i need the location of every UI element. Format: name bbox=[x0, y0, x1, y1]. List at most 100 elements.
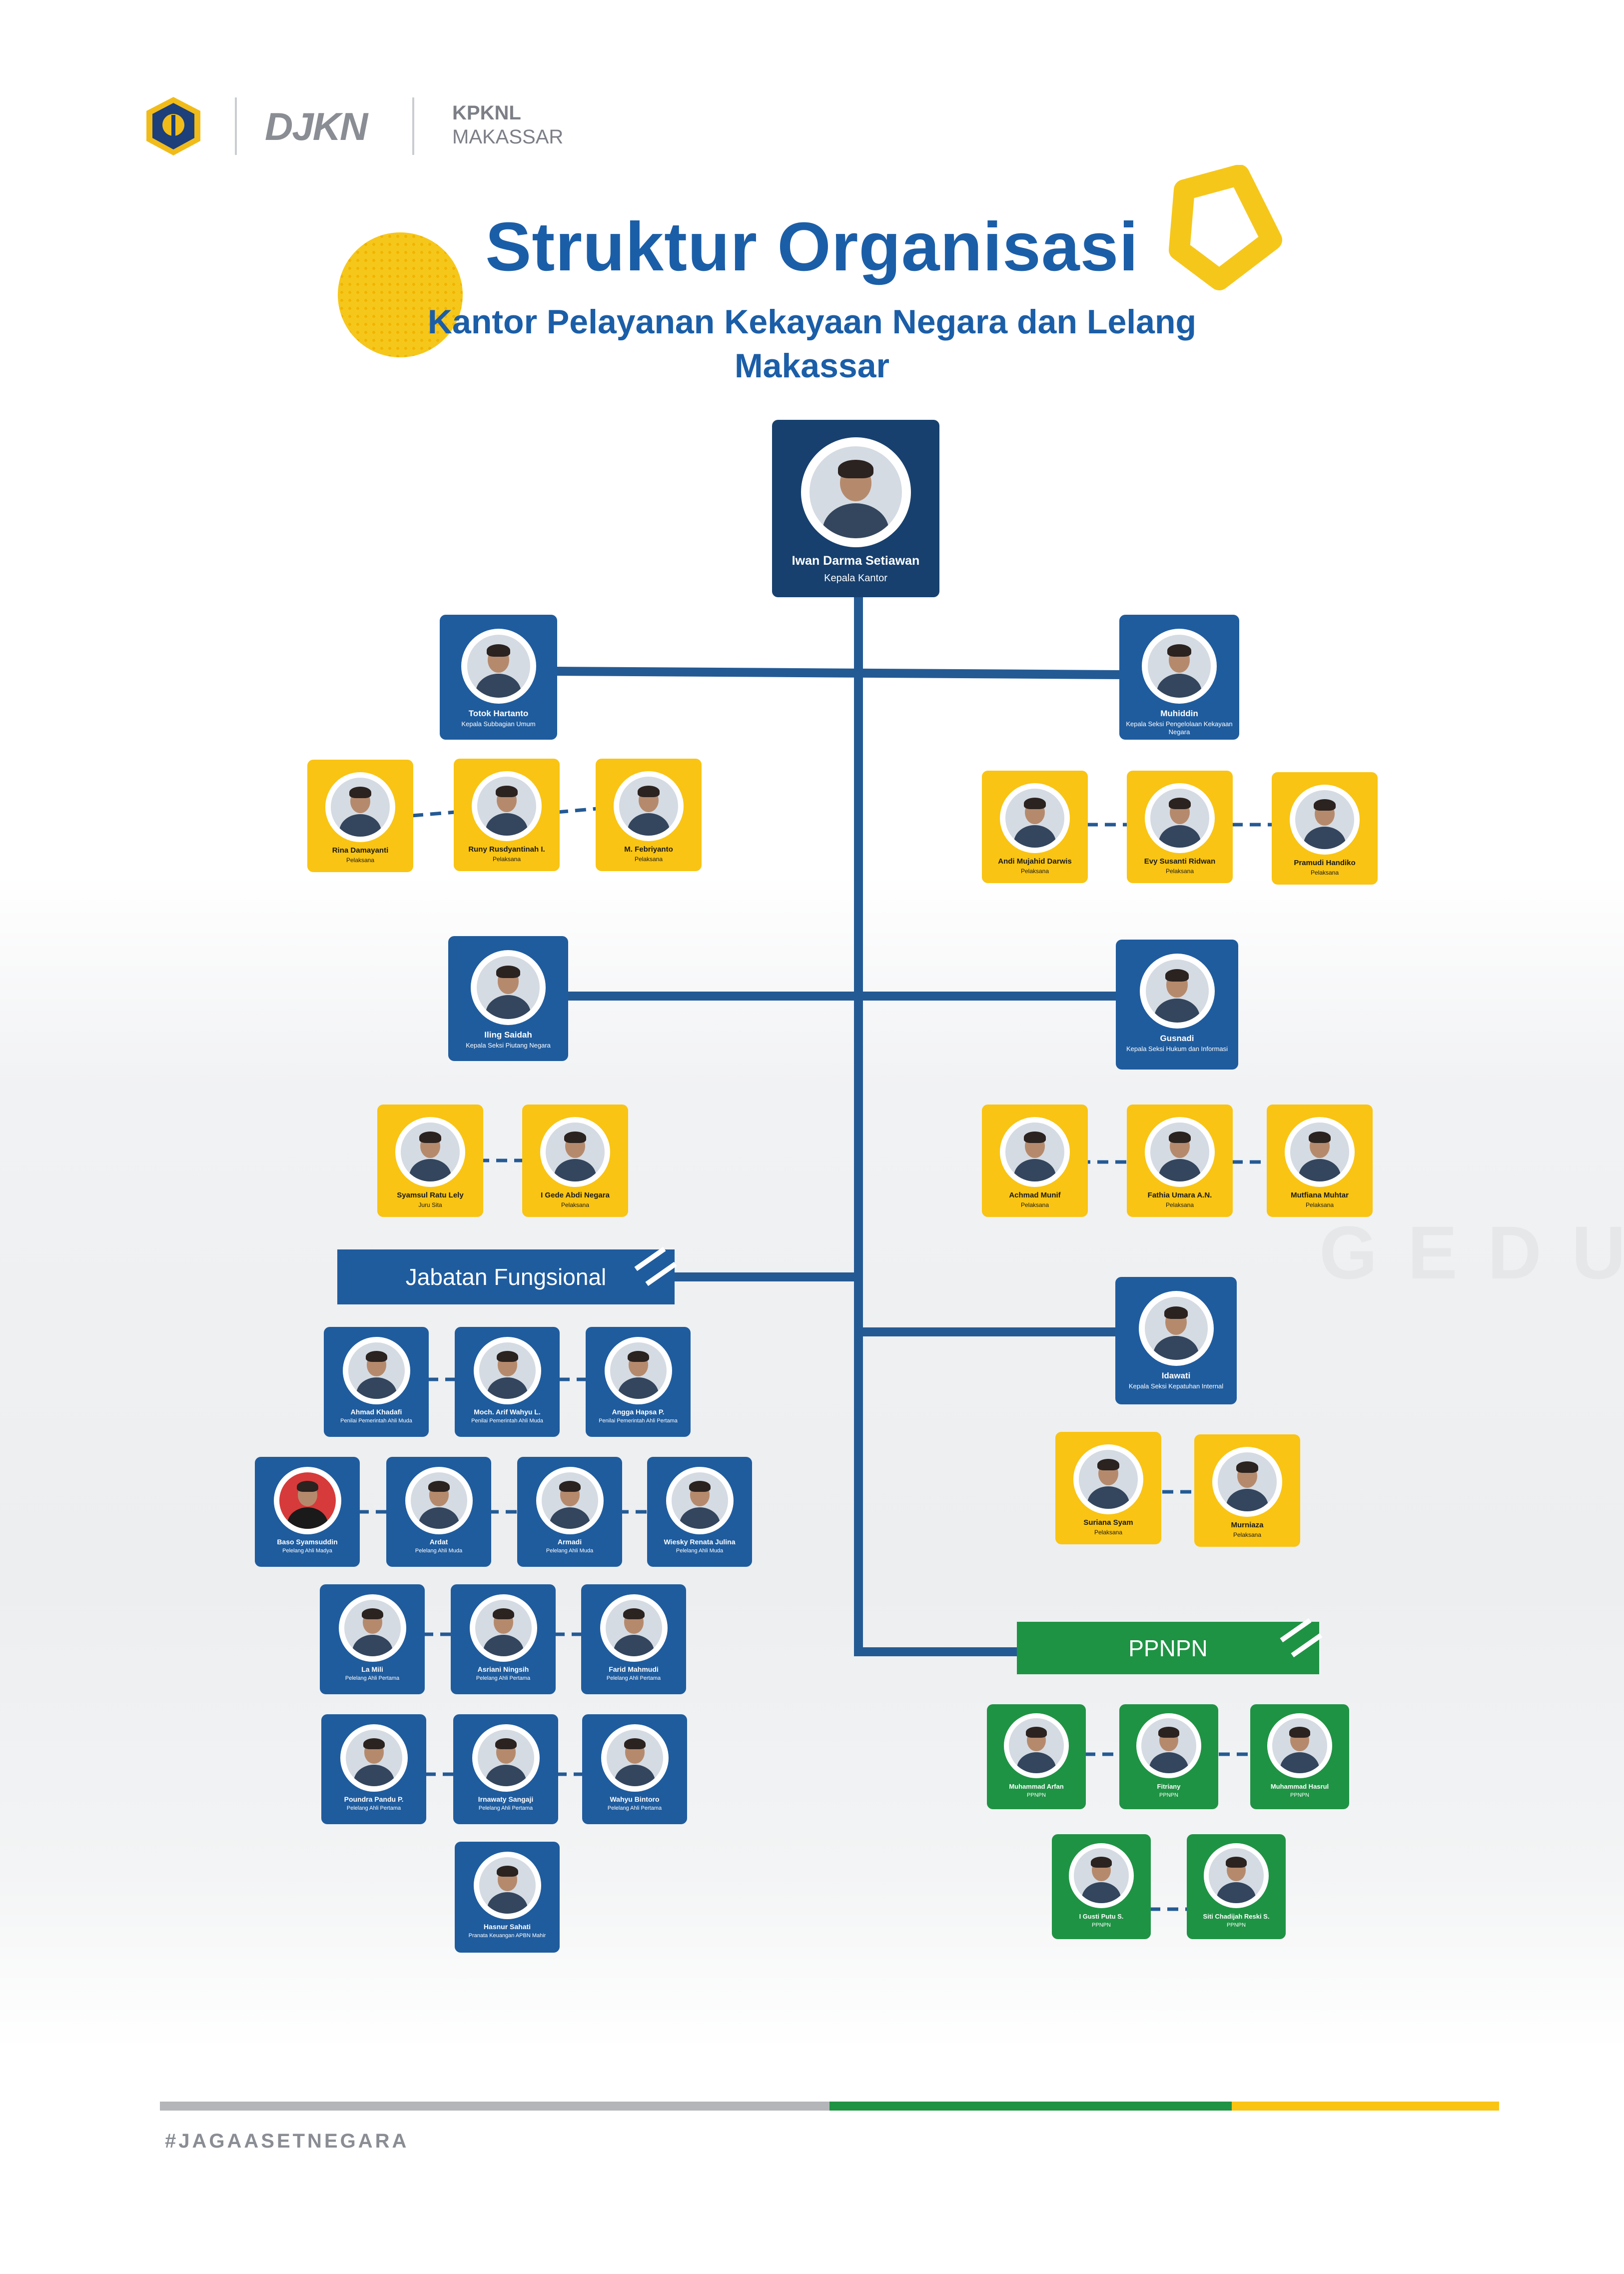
person-name: Totok Hartanto bbox=[468, 709, 529, 718]
person-role: Pelaksana bbox=[634, 856, 663, 863]
portrait-photo bbox=[1145, 783, 1215, 853]
portrait-photo bbox=[343, 1337, 410, 1404]
org-card-ppnpn: Fitriany PPNPN bbox=[1119, 1704, 1218, 1809]
portrait-photo bbox=[1073, 1444, 1143, 1514]
org-card-staff: Syamsul Ratu Lely Juru Sita bbox=[377, 1105, 483, 1217]
footer-bar-green bbox=[829, 2102, 1232, 2111]
portrait-photo bbox=[614, 771, 684, 841]
person-role: Pelaksana bbox=[1233, 1531, 1262, 1538]
person-name: Hasnur Sahati bbox=[483, 1923, 531, 1931]
portrait-photo bbox=[1069, 1843, 1134, 1908]
portrait-photo bbox=[474, 1337, 541, 1404]
org-card-ppnpn: Siti Chadijah Reski S. PPNPN bbox=[1187, 1834, 1286, 1939]
background-building-text: GEDU bbox=[1319, 1210, 1624, 1294]
portrait-photo bbox=[1212, 1447, 1282, 1517]
portrait-photo bbox=[474, 1852, 541, 1919]
org-card-staff: Evy Susanti Ridwan Pelaksana bbox=[1127, 771, 1233, 883]
portrait-photo bbox=[1004, 1713, 1069, 1778]
org-card-staff: I Gede Abdi Negara Pelaksana bbox=[522, 1105, 628, 1217]
person-name: Irnawaty Sangaji bbox=[478, 1795, 534, 1803]
portrait-photo bbox=[470, 1594, 537, 1662]
person-name: Pramudi Handiko bbox=[1294, 859, 1356, 867]
person-name: Andi Mujahid Darwis bbox=[998, 857, 1072, 866]
org-card-head: Iwan Darma Setiawan Kepala Kantor bbox=[772, 420, 939, 597]
org-card-fungsional: Irnawaty Sangaji Pelelang Ahli Pertama bbox=[453, 1714, 558, 1824]
person-role: Pelaksana bbox=[1165, 868, 1194, 875]
portrait-photo bbox=[536, 1467, 604, 1534]
org-card-umum: Totok Hartanto Kepala Subbagian Umum bbox=[440, 615, 557, 740]
person-role: Pelaksana bbox=[1305, 1201, 1334, 1208]
person-role: Penilai Pemerintah Ahli Muda bbox=[471, 1418, 543, 1424]
portrait-photo bbox=[405, 1467, 473, 1534]
person-role: Pelaksana bbox=[492, 856, 521, 863]
person-name: Asriani Ningsih bbox=[477, 1665, 529, 1673]
person-role: Pelaksana bbox=[1165, 1201, 1194, 1208]
subtitle-line-2: Makassar bbox=[734, 347, 890, 385]
org-card-ppnpn: Muhammad Hasrul PPNPN bbox=[1250, 1704, 1349, 1809]
person-name: Iwan Darma Setiawan bbox=[792, 554, 920, 568]
portrait-photo bbox=[1000, 783, 1070, 853]
org-card-fungsional: Hasnur Sahati Pranata Keuangan APBN Mahi… bbox=[455, 1842, 560, 1953]
djkn-logo: DJKN bbox=[265, 104, 368, 148]
footer-bar-gray bbox=[160, 2102, 829, 2111]
portrait-photo bbox=[461, 629, 536, 704]
org-card-staff: Rina Damayanti Pelaksana bbox=[307, 760, 413, 872]
person-name: M. Febriyanto bbox=[624, 845, 673, 854]
person-role: Pelaksana bbox=[1094, 1529, 1123, 1536]
person-name: I Gede Abdi Negara bbox=[541, 1191, 610, 1199]
person-name: Rina Damayanti bbox=[332, 846, 389, 855]
org-card-fungsional: Ahmad Khadafi Penilai Pemerintah Ahli Mu… bbox=[324, 1327, 429, 1437]
subtitle-line-1: Kantor Pelayanan Kekayaan Negara dan Lel… bbox=[427, 303, 1197, 341]
org-card-staff: Pramudi Handiko Pelaksana bbox=[1272, 772, 1378, 885]
person-role: Pelelang Ahli Pertama bbox=[607, 1805, 662, 1811]
portrait-photo bbox=[1136, 1713, 1201, 1778]
portrait-photo bbox=[1285, 1117, 1355, 1187]
person-name: Fathia Umara A.N. bbox=[1147, 1191, 1212, 1199]
person-name: Runy Rusdyantinah I. bbox=[468, 845, 545, 854]
person-role: Pelaksana bbox=[561, 1201, 590, 1208]
portrait-photo bbox=[274, 1467, 341, 1534]
org-card-fungsional: Poundra Pandu P. Pelelang Ahli Pertama bbox=[321, 1714, 426, 1824]
portrait-photo bbox=[1290, 785, 1360, 855]
banner-label: PPNPN bbox=[1128, 1635, 1208, 1661]
person-role: Pelelang Ahli Muda bbox=[546, 1548, 594, 1554]
org-card-staff: M. Febriyanto Pelaksana bbox=[596, 759, 702, 871]
person-name: Wiesky Renata Julina bbox=[664, 1538, 736, 1546]
portrait-photo bbox=[1204, 1843, 1269, 1908]
person-role: Kepala Seksi Hukum dan Informasi bbox=[1126, 1045, 1228, 1053]
person-role: PPNPN bbox=[1290, 1792, 1309, 1798]
portrait-photo bbox=[600, 1594, 668, 1662]
portrait-photo bbox=[1000, 1117, 1070, 1187]
decorative-yellow-ring bbox=[1169, 165, 1282, 290]
org-card-ppnpn: I Gusti Putu S. PPNPN bbox=[1052, 1834, 1151, 1939]
person-role: Pelelang Ahli Pertama bbox=[476, 1675, 531, 1681]
person-name: Muhammad Hasrul bbox=[1270, 1783, 1329, 1790]
kemenkeu-seal-icon bbox=[146, 97, 200, 155]
person-role: Pelelang Ahli Pertama bbox=[346, 1805, 401, 1811]
person-role: Kepala Seksi Pengelolaan Kekayaan Negara bbox=[1126, 720, 1233, 736]
org-card-fungsional: Asriani Ningsih Pelelang Ahli Pertama bbox=[451, 1584, 556, 1694]
person-name: Fitriany bbox=[1157, 1783, 1181, 1790]
portrait-photo bbox=[471, 950, 546, 1025]
org-card-staff: Achmad Munif Pelaksana bbox=[982, 1105, 1088, 1217]
org-card-ppnpn: Muhammad Arfan PPNPN bbox=[987, 1704, 1086, 1809]
portrait-photo bbox=[1267, 1713, 1332, 1778]
header: DJKN KPKNL MAKASSAR bbox=[142, 95, 592, 160]
org-card-fungsional: Farid Mahmudi Pelelang Ahli Pertama bbox=[581, 1584, 686, 1694]
person-name: Poundra Pandu P. bbox=[344, 1795, 404, 1803]
portrait-photo bbox=[472, 771, 542, 841]
person-role: Pelelang Ahli Muda bbox=[415, 1548, 463, 1554]
portrait-photo bbox=[605, 1337, 672, 1404]
org-card-staff: Fathia Umara A.N. Pelaksana bbox=[1127, 1105, 1233, 1217]
person-name: Ardat bbox=[429, 1538, 448, 1546]
person-role: PPNPN bbox=[1159, 1792, 1178, 1798]
person-name: Moch. Arif Wahyu L. bbox=[474, 1408, 541, 1416]
portrait-photo bbox=[1145, 1117, 1215, 1187]
person-name: Siti Chadijah Reski S. bbox=[1203, 1913, 1270, 1920]
person-role: Pranata Keuangan APBN Mahir bbox=[468, 1933, 546, 1939]
person-role: Penilai Pemerintah Ahli Muda bbox=[340, 1418, 412, 1424]
page-title: Struktur Organisasi bbox=[485, 208, 1139, 285]
person-role: Pelelang Ahli Pertama bbox=[478, 1805, 533, 1811]
org-card-staff: Mutfiana Muhtar Pelaksana bbox=[1267, 1105, 1373, 1217]
org-card-kepatuhan: Idawati Kepala Seksi Kepatuhan Internal bbox=[1115, 1277, 1237, 1404]
